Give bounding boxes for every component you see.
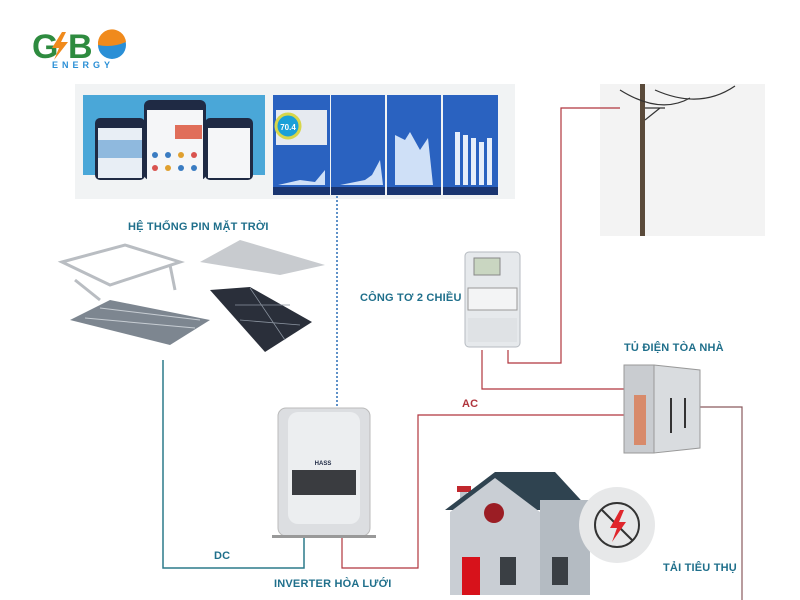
- dc-label: DC: [214, 550, 231, 562]
- solar-system-label: HỆ THỐNG PIN MẶT TRỜI: [128, 221, 269, 233]
- inverter-label: INVERTER HÒA LƯỚI: [274, 578, 392, 590]
- meter-to-board-line: [481, 350, 625, 390]
- monitoring-app-screens: [75, 84, 515, 199]
- board-to-load-line: [700, 406, 743, 600]
- logo-subtitle: ENERGY: [52, 60, 115, 70]
- meter-label: CÔNG TƠ 2 CHIỀU: [360, 292, 462, 304]
- house: [445, 472, 655, 595]
- building-panel-board: [623, 364, 701, 454]
- ac-label: AC: [462, 398, 479, 410]
- panel-board-label: TỦ ĐIỆN TÒA NHÀ: [624, 342, 724, 354]
- gauge-value: 70.4: [280, 123, 296, 132]
- dc-line: [162, 360, 305, 569]
- logo-mark: G B: [32, 28, 126, 62]
- inverter-brand: HASS: [315, 461, 332, 467]
- grid-tie-inverter: HASS: [272, 407, 376, 538]
- utility-pole: [600, 84, 765, 236]
- meter-to-grid-line: [507, 107, 620, 364]
- gbo-energy-logo: G B ENERGY: [32, 28, 132, 74]
- bidirectional-meter: [464, 251, 521, 348]
- load-label: TẢI TIÊU THỤ: [663, 562, 737, 574]
- ac-line: [341, 414, 625, 569]
- solar-panels: [57, 240, 325, 352]
- svg-text:B: B: [68, 28, 93, 62]
